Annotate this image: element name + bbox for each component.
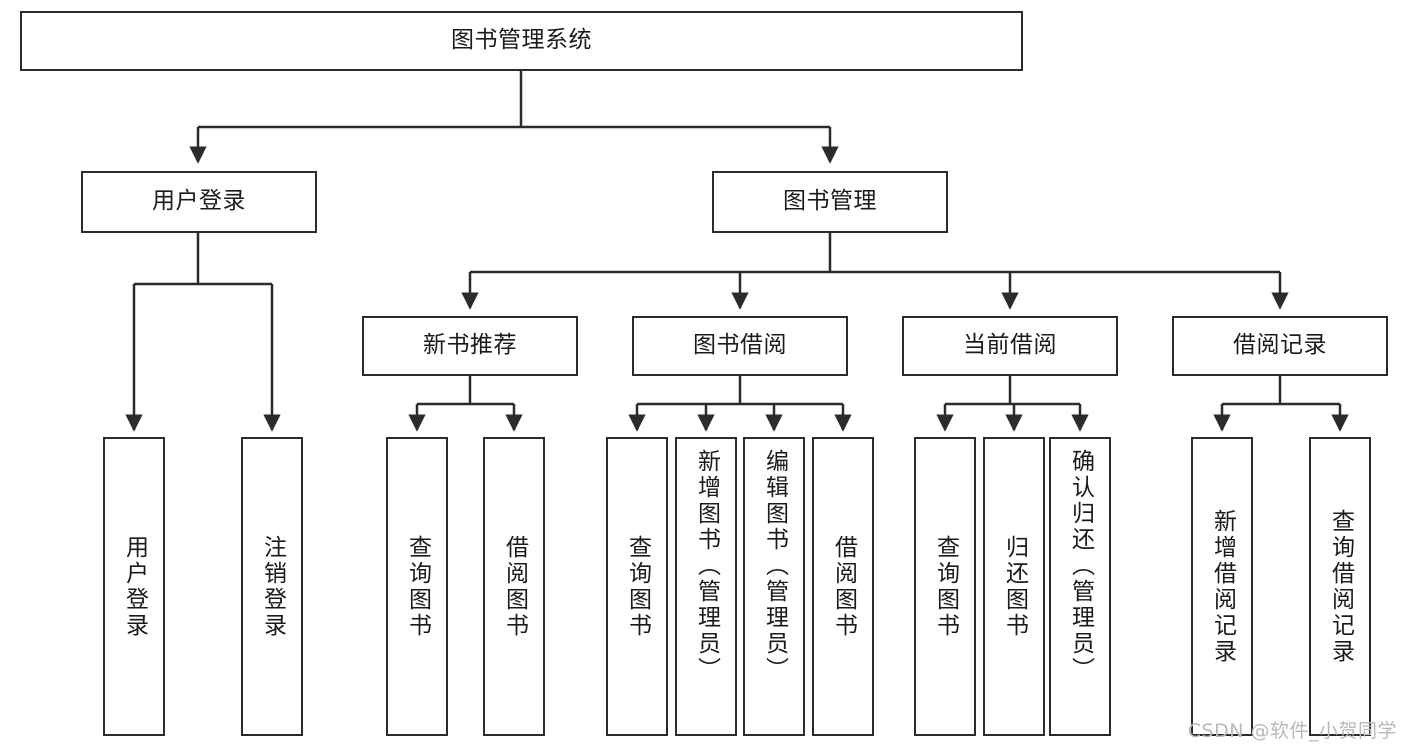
leaf-borrow-book-label: 借阅图书: [830, 534, 857, 639]
node-borrow-record[interactable]: 借阅记录: [1172, 316, 1388, 376]
leaf-query-book-current-label: 查询图书: [932, 534, 959, 639]
node-borrow-record-label: 借阅记录: [1233, 332, 1327, 359]
node-current-borrow[interactable]: 当前借阅: [902, 316, 1118, 376]
node-new-book-recommend[interactable]: 新书推荐: [362, 316, 578, 376]
node-new-book-recommend-label: 新书推荐: [423, 332, 517, 359]
watermark-text: CSDN @软件_小贺同学: [1187, 720, 1397, 742]
node-user-login[interactable]: 用户登录: [81, 171, 317, 233]
node-book-management-label: 图书管理: [783, 188, 877, 215]
leaf-user-login-label: 用户登录: [121, 534, 148, 639]
leaf-logout[interactable]: 注销登录: [241, 437, 303, 736]
node-book-borrow-label: 图书借阅: [693, 332, 787, 359]
leaf-logout-label: 注销登录: [259, 534, 286, 639]
leaf-query-book-rec[interactable]: 查询图书: [386, 437, 448, 736]
leaf-user-login[interactable]: 用户登录: [103, 437, 165, 736]
leaf-return-book[interactable]: 归还图书: [983, 437, 1045, 736]
node-book-management[interactable]: 图书管理: [712, 171, 948, 233]
node-current-borrow-label: 当前借阅: [963, 332, 1057, 359]
leaf-add-borrow-record[interactable]: 新增借阅记录: [1191, 437, 1253, 736]
leaf-borrow-book-rec[interactable]: 借阅图书: [483, 437, 545, 736]
leaf-borrow-book[interactable]: 借阅图书: [812, 437, 874, 736]
leaf-confirm-return-admin-label: 确认归还（管理员）: [1067, 449, 1094, 683]
leaf-query-borrow-record-label: 查询借阅记录: [1327, 508, 1354, 665]
node-root-label: 图书管理系统: [451, 27, 592, 54]
node-root[interactable]: 图书管理系统: [20, 11, 1023, 71]
leaf-edit-book-admin-label: 编辑图书（管理员）: [761, 449, 788, 683]
leaf-return-book-label: 归还图书: [1001, 534, 1028, 639]
leaf-borrow-book-rec-label: 借阅图书: [501, 534, 528, 639]
leaf-edit-book-admin[interactable]: 编辑图书（管理员）: [743, 437, 805, 736]
leaf-add-borrow-record-label: 新增借阅记录: [1209, 508, 1236, 665]
node-book-borrow[interactable]: 图书借阅: [632, 316, 848, 376]
leaf-query-book-borrow-label: 查询图书: [624, 534, 651, 639]
leaf-query-borrow-record[interactable]: 查询借阅记录: [1309, 437, 1371, 736]
leaf-confirm-return-admin[interactable]: 确认归还（管理员）: [1049, 437, 1111, 736]
leaf-query-book-current[interactable]: 查询图书: [914, 437, 976, 736]
leaf-query-book-rec-label: 查询图书: [404, 534, 431, 639]
leaf-query-book-borrow[interactable]: 查询图书: [606, 437, 668, 736]
node-user-login-label: 用户登录: [152, 188, 246, 215]
leaf-add-book-admin[interactable]: 新增图书（管理员）: [675, 437, 737, 736]
leaf-add-book-admin-label: 新增图书（管理员）: [693, 449, 720, 683]
